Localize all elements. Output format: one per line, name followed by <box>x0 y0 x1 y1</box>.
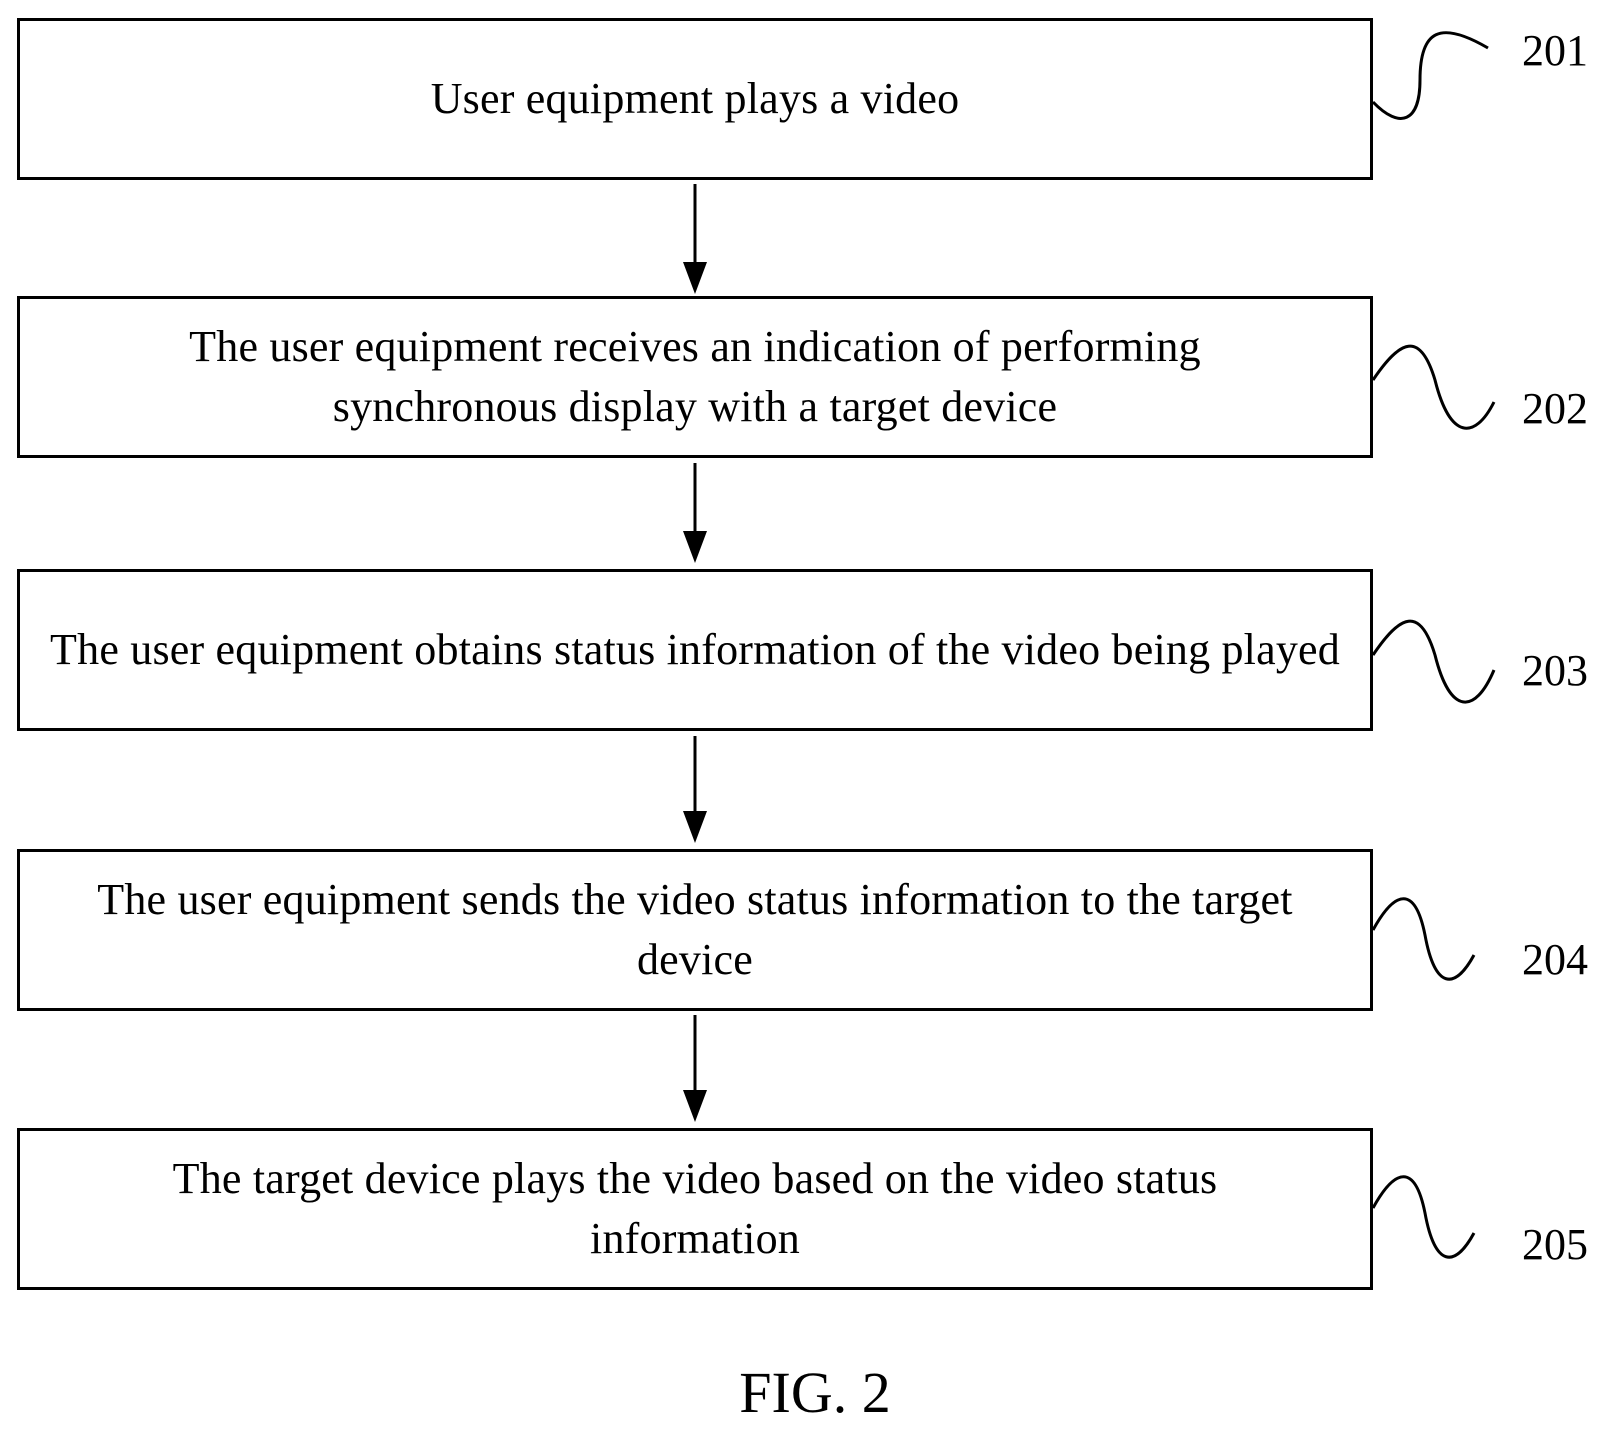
step-text-203: The user equipment obtains status inform… <box>30 620 1360 680</box>
step-text-205: The target device plays the video based … <box>20 1149 1370 1269</box>
leader-line-205 <box>1373 1177 1474 1257</box>
step-box-205: The target device plays the video based … <box>17 1128 1373 1290</box>
arrow-203-to-204 <box>683 736 707 843</box>
step-text-201: User equipment plays a video <box>417 69 974 129</box>
leader-line-203 <box>1373 621 1494 702</box>
leader-line-204 <box>1373 899 1474 979</box>
step-text-204: The user equipment sends the video statu… <box>20 870 1370 990</box>
step-box-204: The user equipment sends the video statu… <box>17 849 1373 1011</box>
leader-line-202 <box>1373 346 1494 428</box>
step-text-202: The user equipment receives an indicatio… <box>20 317 1370 437</box>
step-box-201: User equipment plays a video <box>17 18 1373 180</box>
step-box-202: The user equipment receives an indicatio… <box>17 296 1373 458</box>
arrow-204-to-205 <box>683 1015 707 1122</box>
step-number-202: 202 <box>1522 384 1588 434</box>
figure-caption: FIG. 2 <box>0 1362 1606 1424</box>
step-number-205: 205 <box>1522 1220 1588 1270</box>
arrow-202-to-203 <box>683 463 707 563</box>
step-number-201: 201 <box>1522 26 1588 76</box>
arrow-201-to-202 <box>683 184 707 294</box>
step-number-203: 203 <box>1522 646 1588 696</box>
step-number-204: 204 <box>1522 935 1588 985</box>
step-box-203: The user equipment obtains status inform… <box>17 569 1373 731</box>
leader-line-201 <box>1373 33 1488 119</box>
